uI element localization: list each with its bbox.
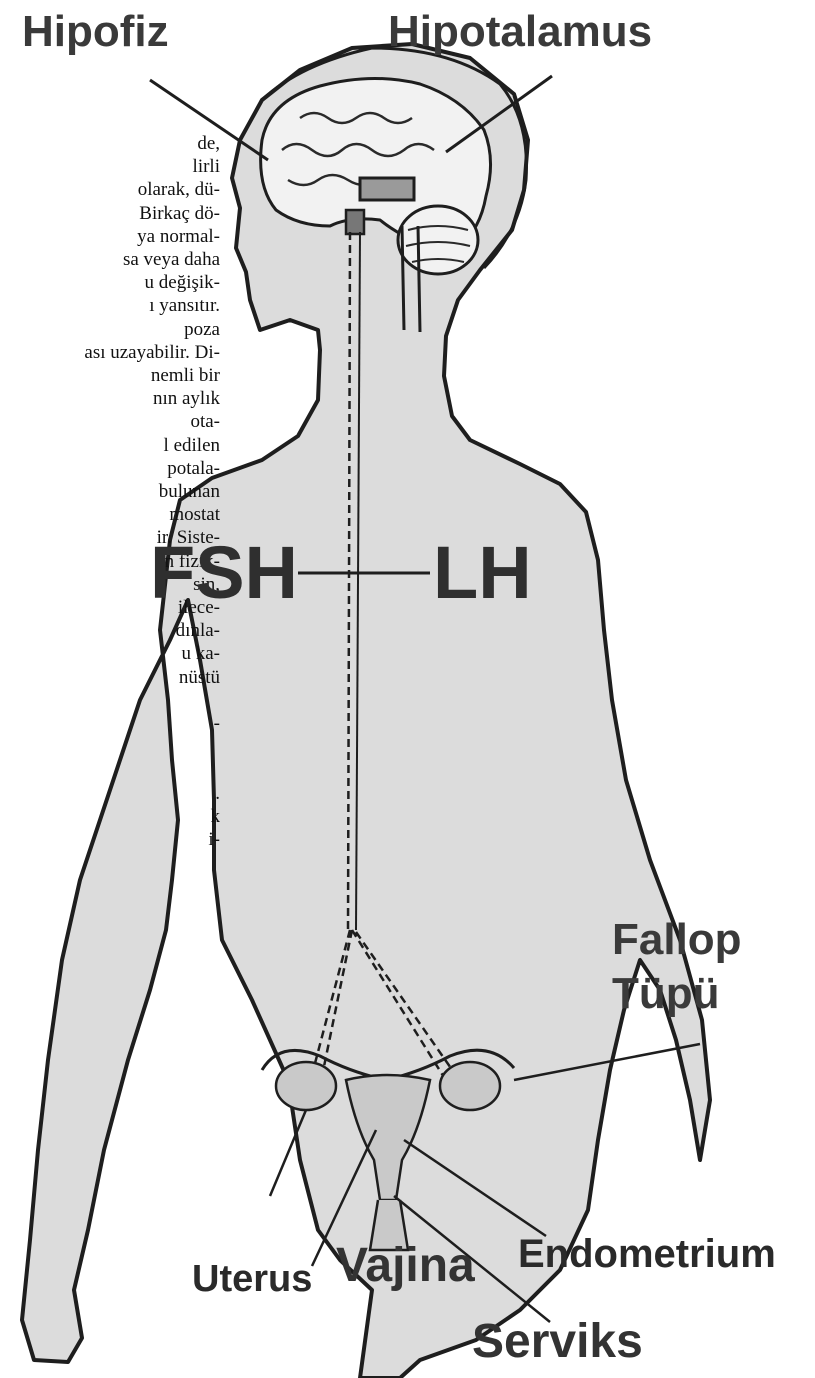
text-line: olarak, dü- xyxy=(0,178,220,201)
text-line: de, xyxy=(0,132,220,155)
label-hipofiz: Hipofiz xyxy=(22,10,169,54)
text-line: bulunan xyxy=(0,480,220,503)
left-ovary xyxy=(276,1062,336,1110)
text-line: lirli xyxy=(0,155,220,178)
text-line: l edilen xyxy=(0,434,220,457)
text-line: nemli bir xyxy=(0,364,220,387)
text-line: potala- xyxy=(0,457,220,480)
text-line: . xyxy=(0,782,220,805)
label-tupu: Tüpü xyxy=(612,972,720,1016)
text-line: ası uzayabilir. Di- xyxy=(0,341,220,364)
text-line xyxy=(0,735,220,758)
text-line: nüstü xyxy=(0,666,220,689)
text-line xyxy=(0,758,220,781)
text-line: ota- xyxy=(0,410,220,433)
label-fsh: FSH xyxy=(150,536,298,610)
hypothalamus-region xyxy=(360,178,414,200)
text-line: mostat xyxy=(0,503,220,526)
text-line: u değişik- xyxy=(0,271,220,294)
text-line: Birkaç dö- xyxy=(0,202,220,225)
text-line: dınla- xyxy=(0,619,220,642)
label-uterus: Uterus xyxy=(192,1260,312,1298)
text-line: ı yansıtır. xyxy=(0,294,220,317)
pituitary-gland xyxy=(346,210,364,234)
text-line: k xyxy=(0,805,220,828)
text-line xyxy=(0,689,220,712)
text-line: nın aylık xyxy=(0,387,220,410)
text-line: poza xyxy=(0,318,220,341)
label-endometrium: Endometrium xyxy=(518,1234,776,1274)
text-line: ya normal- xyxy=(0,225,220,248)
text-line: sa veya daha xyxy=(0,248,220,271)
text-line: i- xyxy=(0,828,220,851)
right-ovary xyxy=(440,1062,500,1110)
label-fallop: Fallop xyxy=(612,918,742,962)
label-hipotalamus: Hipotalamus xyxy=(388,10,652,54)
cerebellum xyxy=(398,206,478,274)
label-vajina: Vajina xyxy=(336,1242,475,1290)
text-line: u ka- xyxy=(0,642,220,665)
text-line: - xyxy=(0,712,220,735)
label-lh: LH xyxy=(433,536,532,610)
label-serviks: Serviks xyxy=(472,1318,643,1366)
